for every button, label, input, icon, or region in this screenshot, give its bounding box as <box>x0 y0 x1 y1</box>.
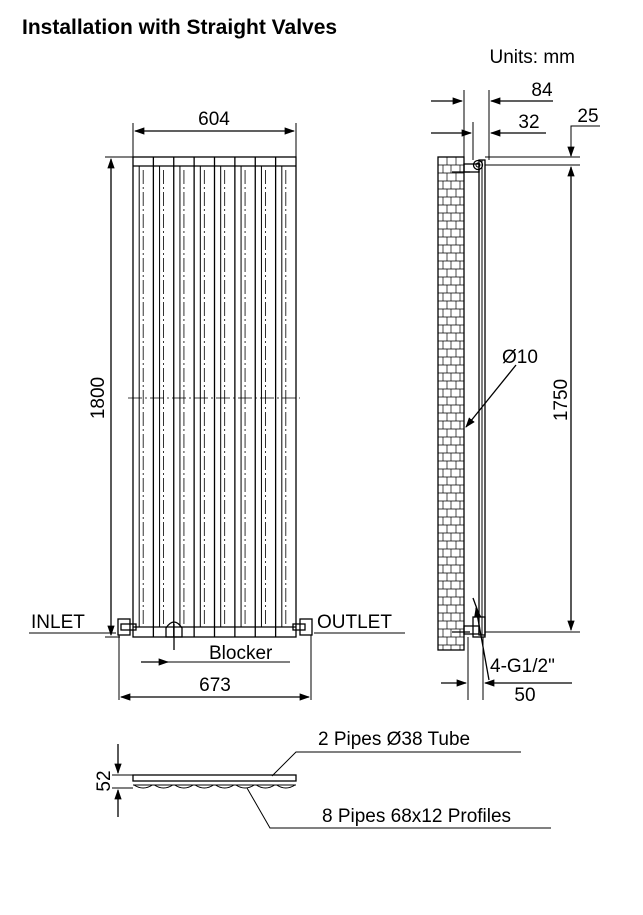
front-view: 604 1800 INLET <box>29 109 405 701</box>
radiator-top-section <box>132 774 297 789</box>
top-view: 52 2 Pipes Ø38 Tube 8 Pipes 68x12 Profil… <box>94 729 551 829</box>
height-dimension: 1800 <box>88 156 133 638</box>
top-profile-segment <box>255 784 275 789</box>
thread-value: 4-G1/2" <box>490 656 555 677</box>
depth-52-value: 52 <box>94 770 115 791</box>
units-label: Units: mm <box>490 47 576 68</box>
top-profile-segment <box>215 784 235 789</box>
depth-50-dimension: 50 <box>441 679 572 706</box>
width-dimension: 604 <box>132 109 297 160</box>
pipe-diameter-callout: Ø10 <box>465 347 538 428</box>
offset-25-value: 25 <box>577 106 598 127</box>
valve-span-dimension: 673 <box>119 675 311 701</box>
thread-callout: 4-G1/2" <box>474 606 555 681</box>
outlet-valve <box>292 618 313 700</box>
offset-25-dimension: 25 <box>485 106 600 166</box>
top-profile-segment <box>276 784 296 789</box>
radiator-side-profile <box>478 159 486 636</box>
depth-32-value: 32 <box>518 112 539 133</box>
inlet-valve <box>117 618 137 700</box>
drawing-title: Installation with Straight Valves <box>22 16 338 39</box>
depth-50-value: 50 <box>514 685 535 706</box>
depth-32-dimension: 32 <box>431 112 546 160</box>
depth-52-dimension: 52 <box>94 744 133 817</box>
width-value: 604 <box>198 109 230 130</box>
top-profile-segment <box>174 784 194 789</box>
inlet-label: INLET <box>31 612 85 633</box>
pipe-diameter-value: Ø10 <box>502 347 538 368</box>
blocker-label: Blocker <box>209 643 273 664</box>
side-view: 84 32 25 1750 <box>431 80 600 706</box>
profiles-callout: 8 Pipes 68x12 Profiles <box>246 787 551 829</box>
top-profile-segment <box>235 784 255 789</box>
height-1750-value: 1750 <box>551 379 572 421</box>
height-value: 1800 <box>88 377 109 419</box>
tubes-callout: 2 Pipes Ø38 Tube <box>271 729 521 777</box>
outlet-label: OUTLET <box>317 612 392 633</box>
top-bracket <box>452 159 484 173</box>
radiator-front-body <box>128 156 300 638</box>
top-profile-segment <box>154 784 174 789</box>
depth-84-dimension: 84 <box>431 80 553 160</box>
depth-84-value: 84 <box>531 80 553 101</box>
valve-span-value: 673 <box>199 675 231 696</box>
top-profile-segment <box>194 784 214 789</box>
height-1750-dimension: 1750 <box>485 165 580 633</box>
brick-wall <box>437 156 465 651</box>
profiles-label: 8 Pipes 68x12 Profiles <box>322 806 511 827</box>
blocker-symbol <box>165 621 183 650</box>
tubes-label: 2 Pipes Ø38 Tube <box>318 729 470 750</box>
top-profile-segment <box>133 784 153 789</box>
